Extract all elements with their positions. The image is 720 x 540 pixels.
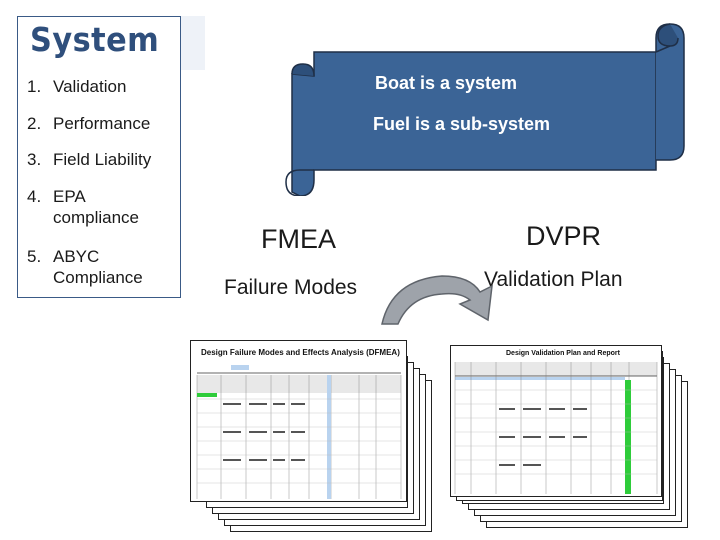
list-item-performance: 2. Performance [27,113,183,134]
list-item-field-liability: 3. Field Liability [27,149,183,170]
curved-arrow-icon [381,275,493,325]
list-item-label: EPA compliance [53,187,139,227]
list-item-epa-compliance: 4. EPA compliance [27,186,163,228]
dvpr-document-stack: Design Validation Plan and Report [450,345,700,535]
scroll-line-2: Fuel is a sub-system [373,114,551,134]
fmea-front-sheet: Design Failure Modes and Effects Analysi… [190,340,407,502]
dvpr-table-graphic [454,362,658,494]
scroll-banner [285,23,685,196]
list-item-number: 3. [27,150,42,169]
list-item-label: Field Liability [53,150,152,169]
fmea-document-stack: Design Failure Modes and Effects Analysi… [190,340,440,535]
fmea-table-graphic [196,365,402,499]
dvpr-doc-title: Design Validation Plan and Report [506,350,620,357]
dvpr-front-sheet: Design Validation Plan and Report [450,345,662,497]
panel-title: System [30,20,160,59]
fmea-heading: FMEA [261,224,337,254]
fmea-subheading: Failure Modes [224,276,358,299]
list-item-label: ABYC Compliance [53,247,143,287]
system-list-box [17,16,181,298]
fmea-doc-title: Design Failure Modes and Effects Analysi… [201,348,400,357]
list-item-abyc-compliance: 5. ABYC Compliance [27,246,163,288]
list-item-label: Validation [53,77,127,96]
list-item-label: Performance [53,114,151,133]
scroll-line-1: Boat is a system [375,73,518,93]
list-item-number: 1. [27,77,42,96]
dvpr-heading: DVPR [526,221,602,251]
list-item-number: 5. [27,247,42,266]
list-item-number: 4. [27,187,42,206]
list-item-number: 2. [27,114,42,133]
list-item-validation: 1. Validation [27,76,183,97]
dvpr-subheading: Validation Plan [484,268,623,291]
